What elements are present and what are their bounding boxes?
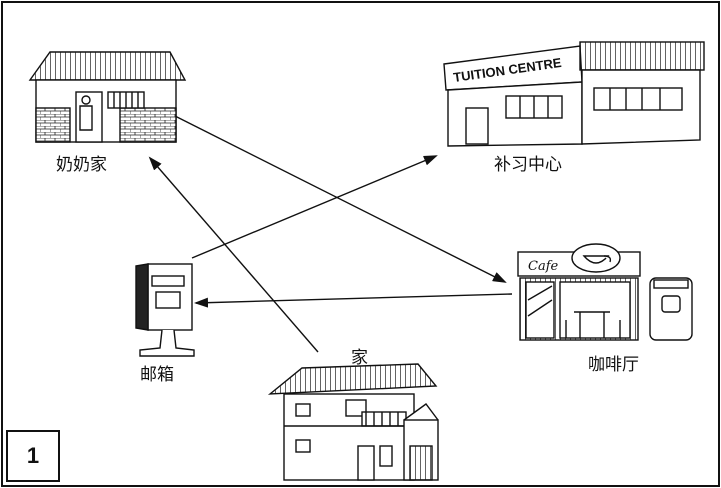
tuition-centre-illustration: TUITION CENTRE: [443, 41, 705, 147]
arrow-cafe-to-mailbox: [194, 293, 513, 308]
arrow-mailbox-to-tuition: [191, 155, 438, 259]
home-illustration: [267, 363, 439, 481]
cafe-illustration: Cafe: [517, 243, 693, 341]
arrow-grandma-to-cafe: [174, 115, 507, 283]
cafe-sign-text: Cafe: [528, 259, 559, 274]
arrow-home-to-grandma: [148, 156, 319, 353]
route-arrows: [148, 115, 513, 353]
mailbox-illustration: [135, 263, 195, 357]
panel-number-box: 1: [6, 430, 60, 482]
tuition-centre-label: 补习中心: [494, 155, 562, 175]
grandma-house-illustration: [28, 51, 187, 143]
cafe-label: 咖啡厅: [588, 355, 639, 375]
grandma-house-label: 奶奶家: [56, 155, 107, 175]
mailbox-label: 邮箱: [140, 365, 174, 385]
home-label: 家: [351, 348, 368, 368]
